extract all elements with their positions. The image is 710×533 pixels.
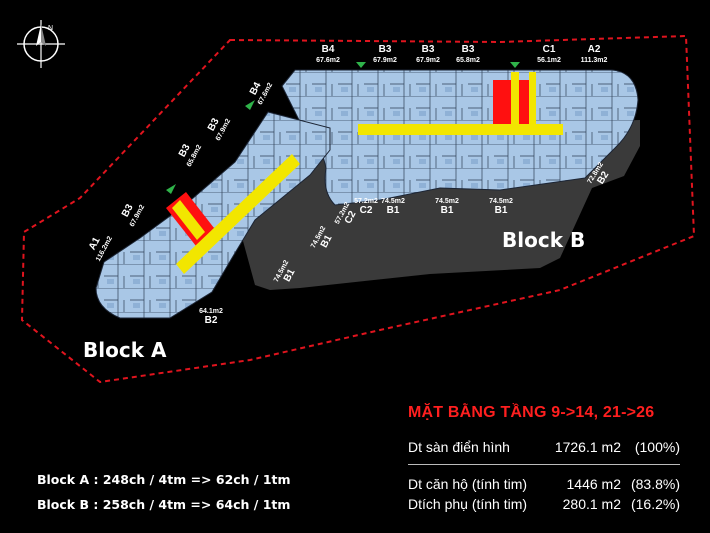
unit-label: B3 67.9m2 <box>373 44 397 64</box>
svg-text:B2: B2 <box>205 315 218 326</box>
core-b-left <box>493 80 511 124</box>
corridor-b-spur-right <box>529 72 536 128</box>
svg-text:74.5m2: 74.5m2 <box>381 198 405 205</box>
view-arrow <box>245 100 255 110</box>
svg-text:A2: A2 <box>588 44 601 55</box>
unit-label: B3 67.9m2 <box>206 116 232 142</box>
area-row-apartment: Dt căn hộ (tính tim) 1446 m2 (83.8%) <box>408 476 680 493</box>
row-percent: (16.2%) <box>630 496 680 512</box>
svg-text:67.6m2: 67.6m2 <box>316 57 340 64</box>
svg-text:B3: B3 <box>462 44 475 55</box>
unit-label: 74.5m2 B1 <box>489 198 513 216</box>
area-row-typical: Dt sàn điển hình 1726.1 m2 (100%) <box>408 439 680 465</box>
summary-block-b: Block B : 258ch / 4tm => 64ch / 1tm <box>37 497 291 512</box>
row-percent: (83.8%) <box>630 476 680 492</box>
svg-text:C2: C2 <box>360 205 373 216</box>
unit-label: B4 67.6m2 <box>248 80 274 106</box>
unit-label: 57.2m2 C2 <box>354 198 378 216</box>
row-name: Dt sàn điển hình <box>408 439 510 455</box>
site-boundary <box>20 34 696 384</box>
svg-text:B3: B3 <box>422 44 435 55</box>
svg-text:B3: B3 <box>120 202 136 219</box>
corridor-b <box>358 124 563 135</box>
summary-block-a: Block A : 248ch / 4tm => 62ch / 1tm <box>37 472 291 487</box>
corridor-a <box>176 154 300 274</box>
unit-label: B3 67.9m2 <box>416 44 440 64</box>
unit-label: C1 56.1m2 <box>537 44 561 64</box>
svg-text:B3: B3 <box>177 142 193 159</box>
svg-text:B3: B3 <box>206 116 222 133</box>
row-name: Dt căn hộ (tính tim) <box>408 476 528 492</box>
unit-label: B3 67.9m2 <box>120 202 146 228</box>
svg-text:B1: B1 <box>282 267 298 284</box>
unit-label: B3 65.8m2 <box>456 44 480 64</box>
unit-label: 74.5m2 B1 <box>381 198 405 216</box>
block-a-label: Block A <box>83 338 167 362</box>
compass-icon: N <box>17 20 65 68</box>
unit-label: A1 116.2m2 <box>87 235 114 262</box>
svg-text:B1: B1 <box>441 205 454 216</box>
row-value: 280.1 m2 <box>562 496 621 512</box>
svg-text:B1: B1 <box>495 205 508 216</box>
corridor-b-spur-left <box>511 72 519 128</box>
row-percent: (100%) <box>634 439 680 455</box>
info-title: MẶT BẰNG TẦNG 9->14, 21->26 <box>408 404 655 421</box>
svg-text:B3: B3 <box>379 44 392 55</box>
area-info-panel: MẶT BẰNG TẦNG 9->14, 21->26 Dt sàn điển … <box>408 404 680 513</box>
area-row-auxiliary: Dtích phụ (tính tim) 280.1 m2 (16.2%) <box>408 496 680 513</box>
block-a-floorplate <box>95 111 331 319</box>
svg-text:74.5m2: 74.5m2 <box>435 198 459 205</box>
svg-text:A1: A1 <box>87 235 103 252</box>
svg-text:B4: B4 <box>322 44 335 55</box>
svg-text:56.1m2: 56.1m2 <box>537 57 561 64</box>
unit-label: 74.5m2 B1 <box>435 198 459 216</box>
svg-text:111.3m2: 111.3m2 <box>581 57 608 64</box>
svg-text:C2: C2 <box>343 209 359 226</box>
view-arrow <box>356 62 366 68</box>
north-label: N <box>48 25 53 32</box>
svg-text:67.9m2: 67.9m2 <box>373 57 397 64</box>
view-arrow <box>166 184 176 194</box>
unit-label: B3 65.8m2 <box>177 142 203 168</box>
unit-label: 64.1m2 B2 <box>199 308 223 326</box>
unit-label: B4 67.6m2 <box>316 44 340 64</box>
row-value: 1446 m2 <box>566 476 621 492</box>
unit-label: A2 111.3m2 <box>581 44 608 64</box>
row-name: Dtích phụ (tính tim) <box>408 496 528 512</box>
block-b-label: Block B <box>502 228 585 252</box>
svg-text:B1: B1 <box>387 205 400 216</box>
svg-text:B1: B1 <box>319 233 335 250</box>
row-value: 1726.1 m2 <box>554 439 621 455</box>
corridor-a-spur <box>172 200 205 240</box>
view-arrow <box>510 62 520 68</box>
svg-text:57.2m2: 57.2m2 <box>354 198 378 205</box>
svg-text:65.8m2: 65.8m2 <box>456 57 480 64</box>
svg-text:B4: B4 <box>248 80 264 97</box>
svg-text:74.5m2: 74.5m2 <box>489 198 513 205</box>
svg-text:67.9m2: 67.9m2 <box>416 57 440 64</box>
svg-text:C1: C1 <box>543 44 556 55</box>
svg-text:64.1m2: 64.1m2 <box>199 308 223 315</box>
core-b-right <box>519 80 529 124</box>
